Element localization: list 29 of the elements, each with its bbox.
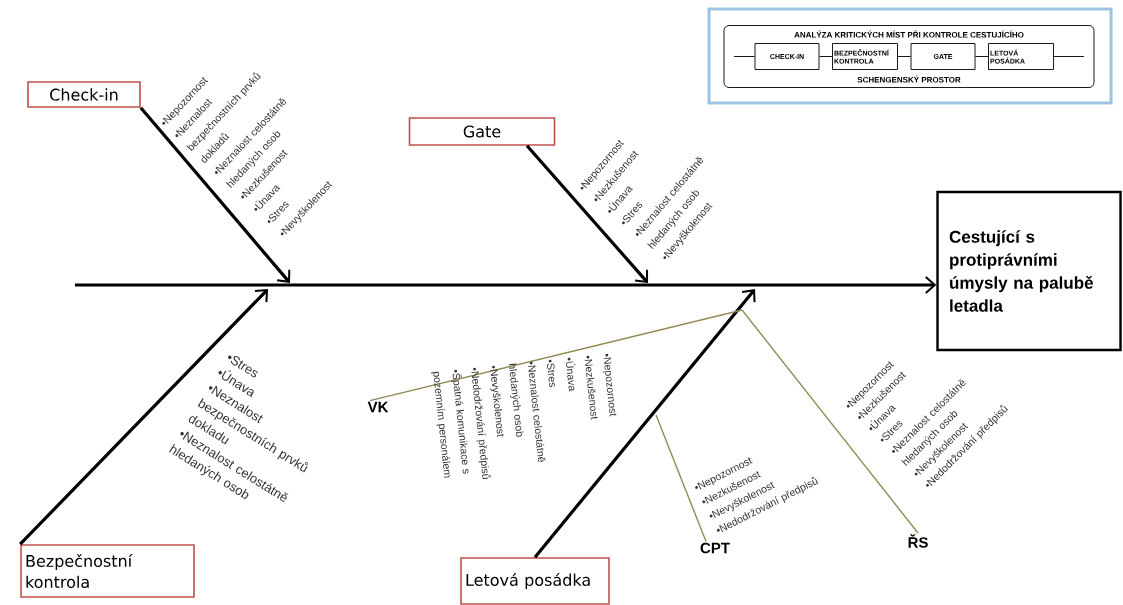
list-item: •Nezkušenost — [584, 355, 598, 420]
list-item: •Nevyškolenost — [490, 365, 504, 438]
subcategory-label: VK — [367, 401, 389, 413]
list-item: •Neznalost celostátně hledaných osob — [508, 361, 546, 463]
connector-line — [975, 56, 989, 57]
arrow — [75, 276, 937, 294]
connector-line — [369, 309, 743, 402]
list-item: •Nedodržování předpisů — [471, 367, 491, 480]
category-box: Letová posádka — [460, 557, 610, 605]
arrow — [19, 289, 268, 546]
list-item: •Únava — [566, 357, 576, 392]
category-box: Check-in — [27, 81, 141, 108]
connector-line — [655, 414, 707, 543]
arrow — [533, 289, 756, 559]
effect-box: Cestující s protiprávními úmysly na palubě letadla — [936, 190, 1122, 352]
list-item: •Nepozornost — [602, 353, 617, 417]
connector-line — [1053, 56, 1085, 57]
list-item: •Špatná komunikace s pozemním personálem — [431, 369, 469, 478]
arrow — [139, 106, 291, 283]
connector-line — [733, 56, 755, 57]
connector-line — [741, 309, 919, 534]
connector-line — [819, 56, 833, 57]
category-box: Bezpečnostní kontrola — [20, 544, 195, 598]
subcategory-label: CPT — [700, 542, 730, 554]
subcategory-label: ŘS — [908, 534, 928, 548]
connector-line — [897, 56, 911, 57]
list-item: •Stres — [547, 359, 555, 388]
category-box: Gate — [408, 117, 556, 146]
arrow — [525, 144, 649, 283]
